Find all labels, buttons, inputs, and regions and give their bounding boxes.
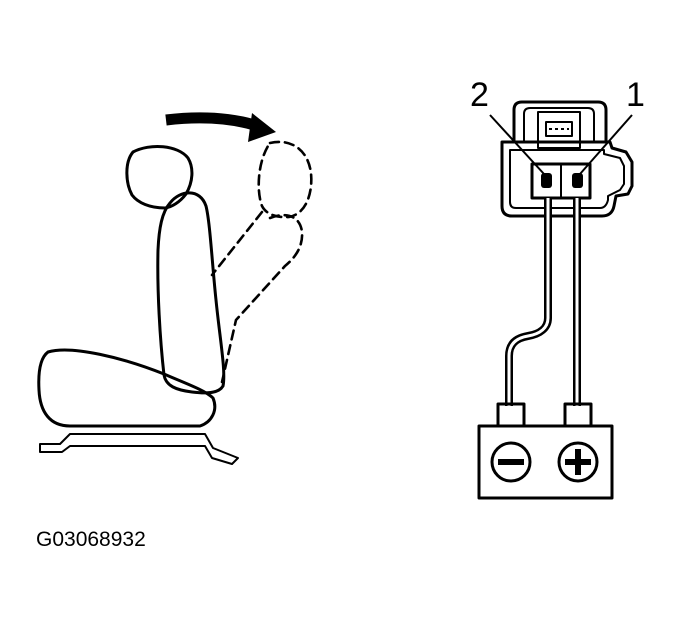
battery-positive-symbol: + xyxy=(563,442,593,483)
seat-rail xyxy=(39,433,239,465)
terminal-pin-1 xyxy=(572,173,583,188)
headrest xyxy=(125,145,194,210)
reclined-seat-outline xyxy=(210,140,313,384)
terminal-pin-2 xyxy=(541,173,552,188)
battery-negative-terminal-icon xyxy=(490,441,532,483)
figure-code: G03068932 xyxy=(36,528,146,551)
seat-cushion xyxy=(37,348,217,428)
backrest xyxy=(156,191,226,395)
recline-arrow-icon xyxy=(165,112,276,142)
connector-lock-tab xyxy=(512,100,608,151)
pin-2-leader xyxy=(489,114,545,175)
pin-1-label: 1 xyxy=(626,76,645,114)
battery-body xyxy=(477,424,614,500)
seat-illustration xyxy=(37,112,313,465)
battery-negative-post xyxy=(496,402,526,428)
connector-illustration: 2 1 − + xyxy=(470,76,645,500)
pin-1-leader xyxy=(579,114,633,175)
battery: − + xyxy=(477,402,614,500)
battery-negative-symbol: − xyxy=(496,442,526,483)
pin-2-label: 2 xyxy=(470,76,489,114)
battery-positive-terminal-icon xyxy=(557,441,599,483)
connector-housing xyxy=(500,140,634,218)
negative-lead-wire xyxy=(505,198,552,406)
battery-positive-post xyxy=(563,402,593,428)
